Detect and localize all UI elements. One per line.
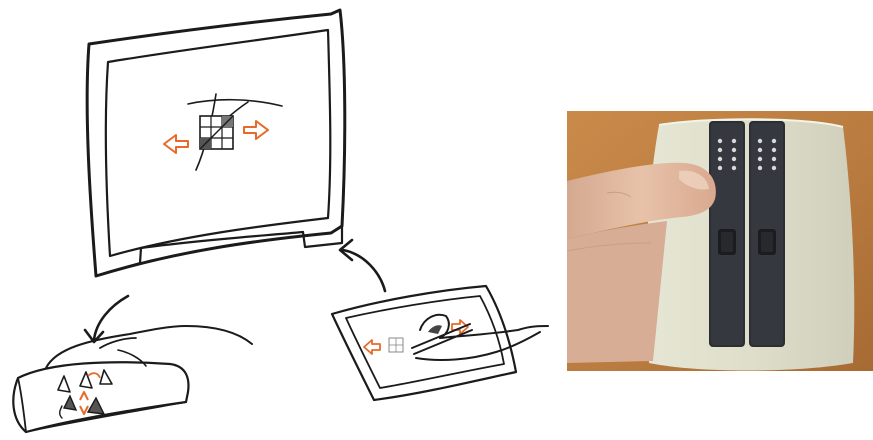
- tablet-arrow-left-icon: [364, 340, 380, 354]
- arrow-right-icon: [244, 121, 268, 139]
- double-arrow-icon: [80, 392, 88, 414]
- braille-strip-left: [709, 121, 745, 347]
- grid-cursor-icon: [200, 116, 233, 149]
- tactile-device-photo: [567, 111, 873, 371]
- braille-strip-right: [749, 121, 785, 347]
- tactile-device-sketch: [13, 326, 252, 432]
- curved-arrow-up-icon: [340, 240, 385, 291]
- screen-map-fragment: [164, 94, 282, 170]
- finger-arrow-icon: [88, 373, 100, 378]
- tablet-sketch: [332, 286, 548, 400]
- arrow-left-icon: [164, 135, 188, 153]
- concept-sketch: [0, 0, 560, 440]
